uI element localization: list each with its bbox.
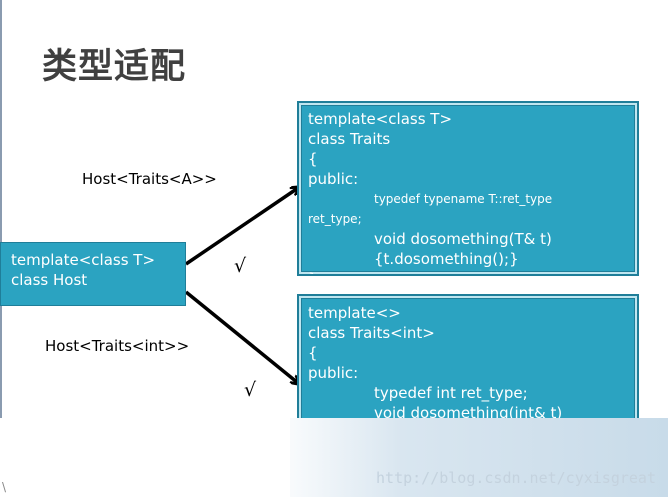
code-line-typedef: typedef typename T::ret_type <box>374 192 553 206</box>
host-class-box: template<class T> class Host <box>0 242 186 306</box>
code-line: void dosomething(int& t) <box>374 404 563 422</box>
code-line: template<class T> <box>308 110 453 128</box>
traits-generic-box: template<class T> class Traits { public:… <box>297 101 639 276</box>
code-line: class Traits <box>308 130 391 148</box>
code-line-body: {t.dosomething();} <box>374 250 519 268</box>
code-line: { <box>308 344 318 362</box>
host-template-line: template<class T> <box>11 251 156 269</box>
arrow-to-traits-int <box>184 290 298 383</box>
code-line: public: <box>308 364 359 382</box>
edge-label-traits-a: Host<Traits<A>> <box>82 170 217 188</box>
edge-label-traits-int: Host<Traits<int>> <box>45 337 190 355</box>
code-line: typedef int ret_type; <box>374 384 528 402</box>
slide-left-rule <box>0 0 2 418</box>
check-icon: √ <box>234 255 247 277</box>
code-line-method: void dosomething(T& t) <box>374 230 552 248</box>
watermark-text: http://blog.csdn.net/cyxisgreat <box>376 469 656 487</box>
code-line: class Traits<int> <box>308 324 435 342</box>
host-class-line: class Host <box>11 271 88 289</box>
corner-mark: \ <box>2 480 7 494</box>
code-line: { <box>308 150 318 168</box>
arrow-to-traits-generic <box>185 188 298 266</box>
code-line: public: <box>308 170 359 188</box>
slide-bottom-band <box>0 418 668 497</box>
code-line-wrap: ret_type; <box>308 212 362 226</box>
code-line-close: }; <box>308 269 628 274</box>
slide-title: 类型适配 <box>42 47 187 87</box>
check-icon: √ <box>244 379 257 401</box>
code-line: template<> <box>308 304 401 322</box>
